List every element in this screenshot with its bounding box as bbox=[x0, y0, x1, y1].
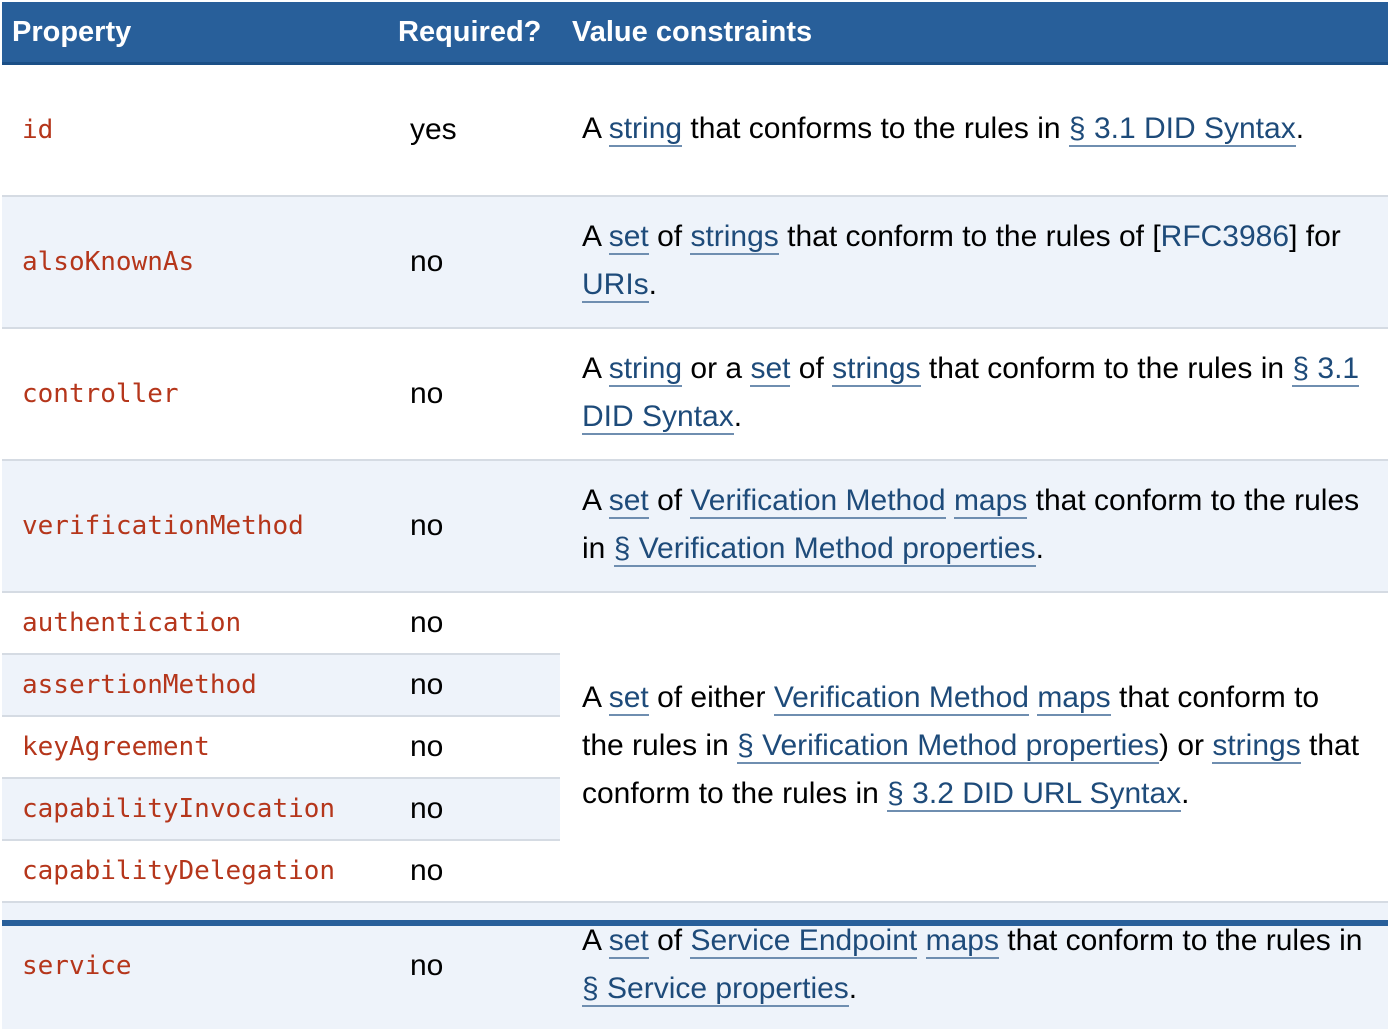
link-string[interactable]: string bbox=[608, 352, 683, 387]
constraint-text: A set of Verification Method maps that c… bbox=[560, 459, 1388, 592]
required-value: no bbox=[390, 653, 560, 716]
required-value: no bbox=[390, 195, 560, 328]
link-service-endpoint[interactable]: Service Endpoint bbox=[690, 924, 918, 959]
link-service-properties[interactable]: § Service properties bbox=[582, 972, 849, 1007]
link-set[interactable]: set bbox=[608, 484, 649, 519]
link-maps[interactable]: maps bbox=[953, 484, 1028, 519]
property-name: keyAgreement bbox=[2, 715, 390, 778]
table-row: capabilityDelegation no bbox=[2, 839, 1388, 902]
required-value: no bbox=[390, 839, 560, 902]
required-value: no bbox=[390, 777, 560, 840]
table-row: keyAgreement no bbox=[2, 715, 1388, 778]
required-value: no bbox=[390, 715, 560, 778]
property-name: authentication bbox=[2, 591, 390, 654]
table-row: assertionMethod no bbox=[2, 653, 1388, 716]
property-name: alsoKnownAs bbox=[2, 195, 390, 328]
constraint-text: A set of either Verification Method maps… bbox=[560, 591, 1388, 902]
required-value: no bbox=[390, 459, 560, 592]
link-did-syntax[interactable]: § 3.1 DID Syntax bbox=[582, 352, 1360, 435]
link-verification-method-properties[interactable]: § Verification Method properties bbox=[613, 532, 1036, 567]
link-rfc3986[interactable]: RFC3986 bbox=[1160, 220, 1290, 253]
link-set[interactable]: set bbox=[608, 220, 649, 255]
table-row: id yes A string that conforms to the rul… bbox=[2, 62, 1388, 196]
constraint-text: A set of strings that conform to the rul… bbox=[560, 195, 1388, 328]
constraint-text: A string or a set of strings that confor… bbox=[560, 327, 1388, 460]
link-did-url-syntax[interactable]: § 3.2 DID URL Syntax bbox=[887, 777, 1182, 812]
required-value: yes bbox=[390, 62, 560, 196]
header-property: Property bbox=[2, 2, 390, 65]
link-set[interactable]: set bbox=[608, 681, 649, 716]
table-row: alsoKnownAs no A set of strings that con… bbox=[2, 195, 1388, 328]
link-maps[interactable]: maps bbox=[925, 924, 999, 959]
link-verification-method[interactable]: Verification Method bbox=[773, 681, 1029, 716]
link-strings[interactable]: strings bbox=[832, 352, 921, 387]
table-row: authentication no A set of either Verifi… bbox=[2, 591, 1388, 902]
table-row: controller no A string or a set of strin… bbox=[2, 327, 1388, 460]
table-row: capabilityInvocation no bbox=[2, 777, 1388, 840]
link-verification-method[interactable]: Verification Method bbox=[690, 484, 946, 519]
property-name: id bbox=[2, 62, 390, 196]
link-did-syntax[interactable]: § 3.1 DID Syntax bbox=[1068, 112, 1296, 147]
link-string[interactable]: string bbox=[608, 112, 683, 147]
constraint-text: A string that conforms to the rules in §… bbox=[560, 62, 1388, 196]
required-value: no bbox=[390, 327, 560, 460]
table-bottom-rule bbox=[2, 920, 1388, 926]
header-row: Property Required? Value constraints bbox=[2, 2, 1388, 65]
property-name: assertionMethod bbox=[2, 653, 390, 716]
property-name: controller bbox=[2, 327, 390, 460]
link-maps[interactable]: maps bbox=[1037, 681, 1111, 716]
link-set[interactable]: set bbox=[750, 352, 791, 387]
table-row: verificationMethod no A set of Verificat… bbox=[2, 459, 1388, 592]
link-set[interactable]: set bbox=[608, 924, 649, 959]
required-value: no bbox=[390, 591, 560, 654]
property-name: verificationMethod bbox=[2, 459, 390, 592]
link-verification-method-properties[interactable]: § Verification Method properties bbox=[737, 729, 1159, 764]
link-strings[interactable]: strings bbox=[1212, 729, 1301, 764]
header-constraints: Value constraints bbox=[560, 2, 1388, 65]
property-name: capabilityInvocation bbox=[2, 777, 390, 840]
link-strings[interactable]: strings bbox=[690, 220, 779, 255]
link-uris[interactable]: URIs bbox=[582, 268, 649, 303]
property-name: capabilityDelegation bbox=[2, 839, 390, 902]
header-required: Required? bbox=[390, 2, 560, 65]
